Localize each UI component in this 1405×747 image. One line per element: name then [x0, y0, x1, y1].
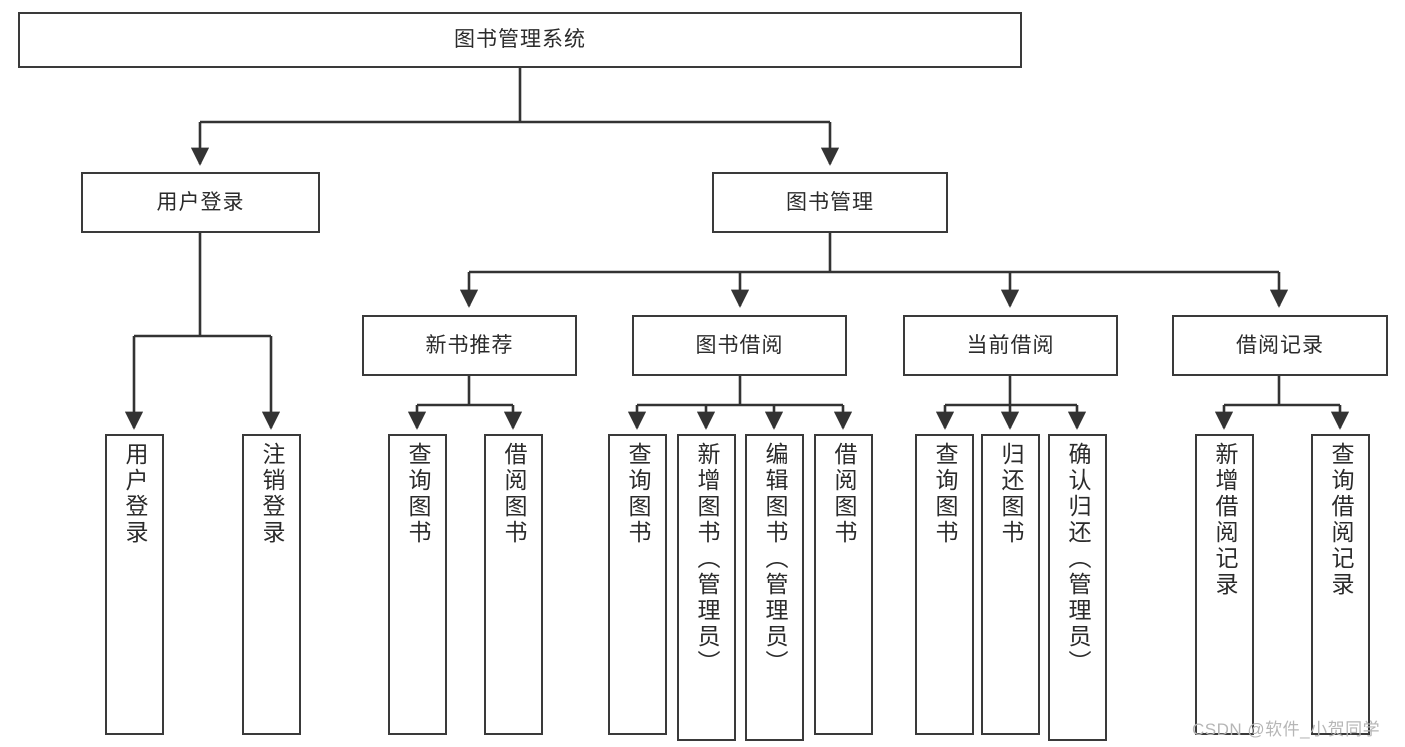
leaf-query-book-2[interactable]: 查询图书: [608, 434, 667, 735]
leaf-logout-login[interactable]: 注销登录: [242, 434, 301, 735]
leaf-return-book-label: 归还图书: [998, 442, 1024, 546]
leaf-user-login-label: 用户登录: [122, 442, 148, 546]
node-new-book-recommend-label: 新书推荐: [425, 333, 514, 357]
leaf-query-book-1[interactable]: 查询图书: [388, 434, 447, 735]
leaf-edit-book[interactable]: 编辑图书（管理员）: [745, 434, 804, 741]
leaf-add-record[interactable]: 新增借阅记录: [1195, 434, 1254, 735]
leaf-user-login[interactable]: 用户登录: [105, 434, 164, 735]
node-user-login[interactable]: 用户登录: [81, 172, 320, 233]
leaf-query-book-3[interactable]: 查询图书: [915, 434, 974, 735]
node-user-login-label: 用户登录: [156, 190, 245, 214]
leaf-borrow-book-2-label: 借阅图书: [831, 442, 857, 546]
node-book-management[interactable]: 图书管理: [712, 172, 948, 233]
node-root[interactable]: 图书管理系统: [18, 12, 1022, 68]
leaf-confirm-return[interactable]: 确认归还（管理员）: [1048, 434, 1107, 741]
node-book-borrow[interactable]: 图书借阅: [632, 315, 847, 376]
node-current-borrow[interactable]: 当前借阅: [903, 315, 1118, 376]
leaf-borrow-book-2[interactable]: 借阅图书: [814, 434, 873, 735]
node-book-management-label: 图书管理: [786, 190, 874, 214]
leaf-logout-login-label: 注销登录: [259, 442, 285, 546]
leaf-return-book[interactable]: 归还图书: [981, 434, 1040, 735]
leaf-edit-book-label: 编辑图书（管理员）: [762, 442, 788, 676]
node-borrow-record-label: 借阅记录: [1236, 333, 1324, 357]
leaf-borrow-book-1-label: 借阅图书: [501, 442, 527, 546]
node-new-book-recommend[interactable]: 新书推荐: [362, 315, 577, 376]
watermark-text: CSDN @软件_小贺同学: [1192, 720, 1381, 739]
leaf-confirm-return-label: 确认归还（管理员）: [1065, 442, 1091, 676]
leaf-query-record-label: 查询借阅记录: [1328, 442, 1354, 598]
node-current-borrow-label: 当前借阅: [966, 333, 1055, 357]
leaf-query-book-3-label: 查询图书: [932, 442, 958, 546]
node-root-label: 图书管理系统: [454, 28, 586, 52]
leaf-borrow-book-1[interactable]: 借阅图书: [484, 434, 543, 735]
node-book-borrow-label: 图书借阅: [695, 333, 784, 357]
node-borrow-record[interactable]: 借阅记录: [1172, 315, 1388, 376]
leaf-add-book[interactable]: 新增图书（管理员）: [677, 434, 736, 741]
leaf-add-record-label: 新增借阅记录: [1212, 442, 1238, 598]
leaf-query-book-1-label: 查询图书: [405, 442, 431, 546]
leaf-query-book-2-label: 查询图书: [625, 442, 651, 546]
leaf-query-record[interactable]: 查询借阅记录: [1311, 434, 1370, 735]
leaf-add-book-label: 新增图书（管理员）: [694, 442, 720, 676]
